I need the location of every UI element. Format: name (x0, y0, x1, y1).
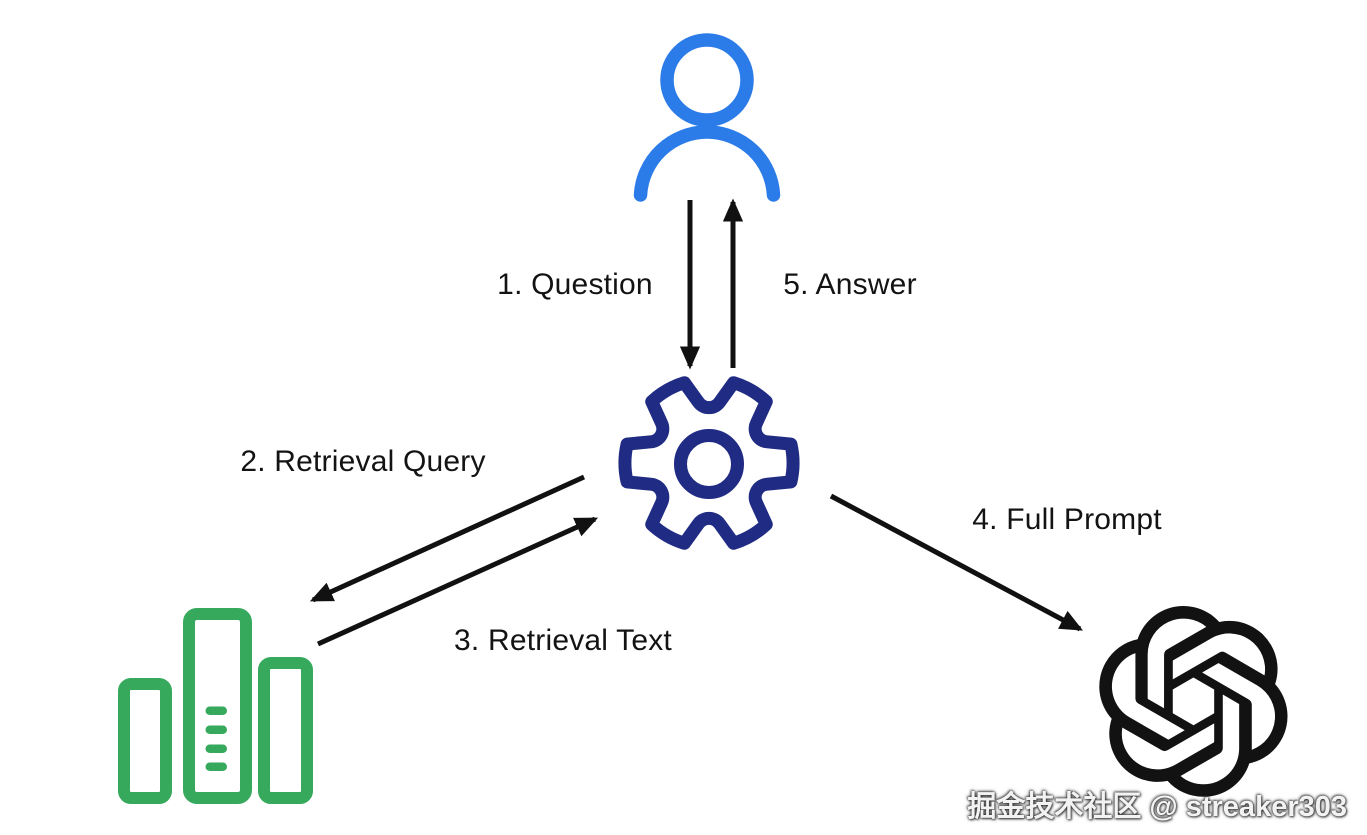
label-full-prompt: 4. Full Prompt (972, 503, 1162, 536)
watermark-text: 掘金技术社区 @ streaker303 (967, 791, 1347, 823)
person-head (660, 33, 754, 127)
label-question: 1. Question (497, 268, 653, 301)
db-slot (205, 706, 227, 715)
database-bars-icon (118, 608, 313, 804)
openai-logo-icon (1099, 606, 1288, 797)
db-slot (205, 725, 227, 734)
db-slot (205, 744, 227, 753)
arrow-retrieval-text (316, 516, 599, 647)
db-slot (205, 762, 227, 771)
gear-icon (618, 376, 800, 550)
arrow-full-prompt (829, 493, 1084, 632)
openai-logo-path (1099, 606, 1288, 797)
person-icon (633, 33, 781, 202)
arrow-retrieval-query (309, 474, 586, 603)
label-retrieval-text: 3. Retrieval Text (454, 624, 672, 657)
gear-hub (674, 429, 744, 499)
label-answer: 5. Answer (783, 268, 917, 301)
person-shoulders (633, 125, 781, 202)
db-bar-right (258, 657, 313, 804)
label-retrieval-query: 2. Retrieval Query (240, 445, 486, 478)
db-bar-middle (183, 608, 252, 804)
db-bar-left (118, 678, 172, 804)
gear-body (618, 376, 800, 550)
